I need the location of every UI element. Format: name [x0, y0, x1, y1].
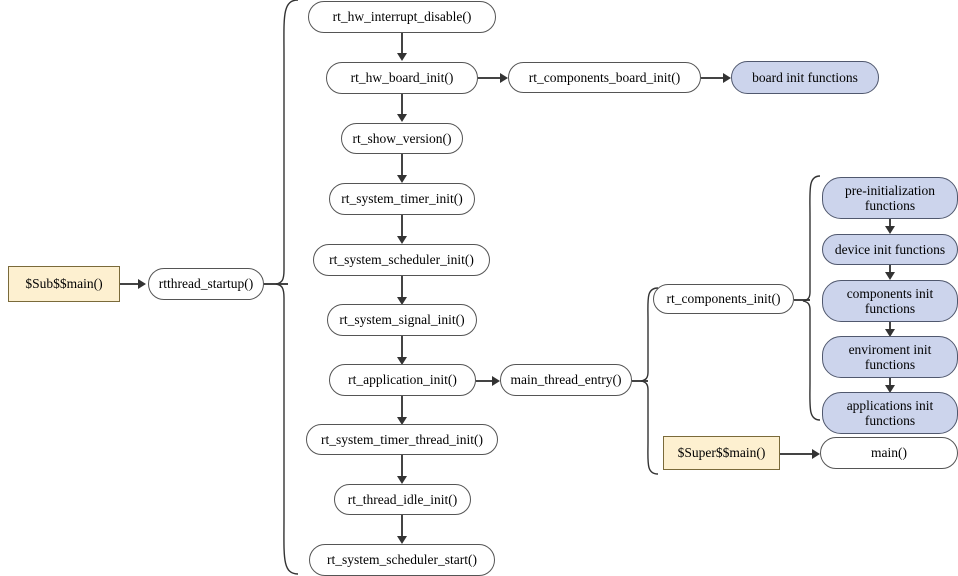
connector-seq-5-6	[401, 336, 403, 359]
node-rt-system-signal-init[interactable]: rt_system_signal_init()	[327, 304, 477, 336]
connector-app-init-to-thread-entry	[476, 380, 498, 382]
connector-components-init-to-brace	[794, 299, 810, 301]
arrowhead-init-3-4	[885, 385, 895, 393]
node-pre-initialization-functions[interactable]: pre-initialization functions	[822, 177, 958, 219]
brace-init-functions-group	[802, 175, 821, 421]
node-sub-main[interactable]: $Sub$$main()	[8, 266, 120, 302]
connector-sub-main-to-startup	[120, 283, 144, 285]
connector-super-main-to-main	[780, 453, 818, 455]
node-rt-show-version[interactable]: rt_show_version()	[341, 123, 463, 154]
arrowhead-seq-8-9	[397, 536, 407, 544]
arrowhead-init-1-2	[885, 272, 895, 280]
connector-init-0-1	[889, 219, 891, 229]
arrowhead-seq-3-4	[397, 236, 407, 244]
arrowhead-app-init-to-thread-entry	[492, 376, 500, 386]
arrowhead-seq-6-7	[397, 417, 407, 425]
node-rt-system-scheduler-start[interactable]: rt_system_scheduler_start()	[309, 544, 495, 576]
connector-seq-2-3	[401, 154, 403, 177]
arrowhead-board-init-to-components	[500, 73, 508, 83]
arrowhead-seq-1-2	[397, 114, 407, 122]
arrowhead-seq-4-5	[397, 297, 407, 305]
connector-init-1-2	[889, 265, 891, 275]
node-applications-init-functions[interactable]: applications init functions	[822, 392, 958, 434]
node-device-init-functions[interactable]: device init functions	[822, 234, 958, 265]
connector-components-to-board-funcs	[701, 77, 729, 79]
node-rtthread-startup[interactable]: rtthread_startup()	[148, 268, 264, 300]
node-rt-application-init[interactable]: rt_application_init()	[329, 364, 476, 396]
connector-init-3-4	[889, 378, 891, 388]
node-super-main[interactable]: $Super$$main()	[663, 436, 780, 470]
connector-seq-4-5	[401, 276, 403, 299]
node-enviroment-init-functions[interactable]: enviroment init functions	[822, 336, 958, 378]
node-rt-components-board-init[interactable]: rt_components_board_init()	[508, 62, 701, 93]
connector-seq-3-4	[401, 215, 403, 238]
connector-seq-8-9	[401, 515, 403, 538]
node-rt-hw-interrupt-disable[interactable]: rt_hw_interrupt_disable()	[308, 1, 496, 33]
arrowhead-init-2-3	[885, 329, 895, 337]
connector-init-2-3	[889, 322, 891, 332]
arrowhead-seq-0-1	[397, 53, 407, 61]
arrowhead-super-main-to-main	[812, 449, 820, 459]
connector-seq-0-1	[401, 33, 403, 55]
arrowhead-seq-5-6	[397, 357, 407, 365]
arrowhead-init-0-1	[885, 226, 895, 234]
node-main-thread-entry[interactable]: main_thread_entry()	[500, 364, 632, 396]
connector-seq-1-2	[401, 94, 403, 116]
node-components-init-functions[interactable]: components init functions	[822, 280, 958, 322]
node-board-init-functions[interactable]: board init functions	[731, 61, 879, 94]
node-rt-system-scheduler-init[interactable]: rt_system_scheduler_init()	[313, 244, 490, 276]
node-main[interactable]: main()	[820, 437, 958, 469]
connector-seq-6-7	[401, 396, 403, 419]
brace-main-thread-entry-group	[640, 287, 659, 475]
arrowhead-components-to-board-funcs	[723, 73, 731, 83]
node-rt-system-timer-thread-init[interactable]: rt_system_timer_thread_init()	[306, 424, 498, 455]
node-rt-thread-idle-init[interactable]: rt_thread_idle_init()	[334, 484, 471, 515]
connector-seq-7-8	[401, 455, 403, 478]
connector-thread-entry-to-brace	[632, 380, 648, 382]
node-rt-system-timer-init[interactable]: rt_system_timer_init()	[329, 183, 475, 215]
connector-board-init-to-components	[478, 77, 506, 79]
arrowhead-seq-2-3	[397, 175, 407, 183]
node-rt-hw-board-init[interactable]: rt_hw_board_init()	[326, 62, 478, 94]
brace-startup-sequence	[275, 0, 299, 575]
arrowhead-seq-7-8	[397, 476, 407, 484]
node-rt-components-init[interactable]: rt_components_init()	[653, 284, 794, 314]
arrowhead-sub-main-to-startup	[138, 279, 146, 289]
